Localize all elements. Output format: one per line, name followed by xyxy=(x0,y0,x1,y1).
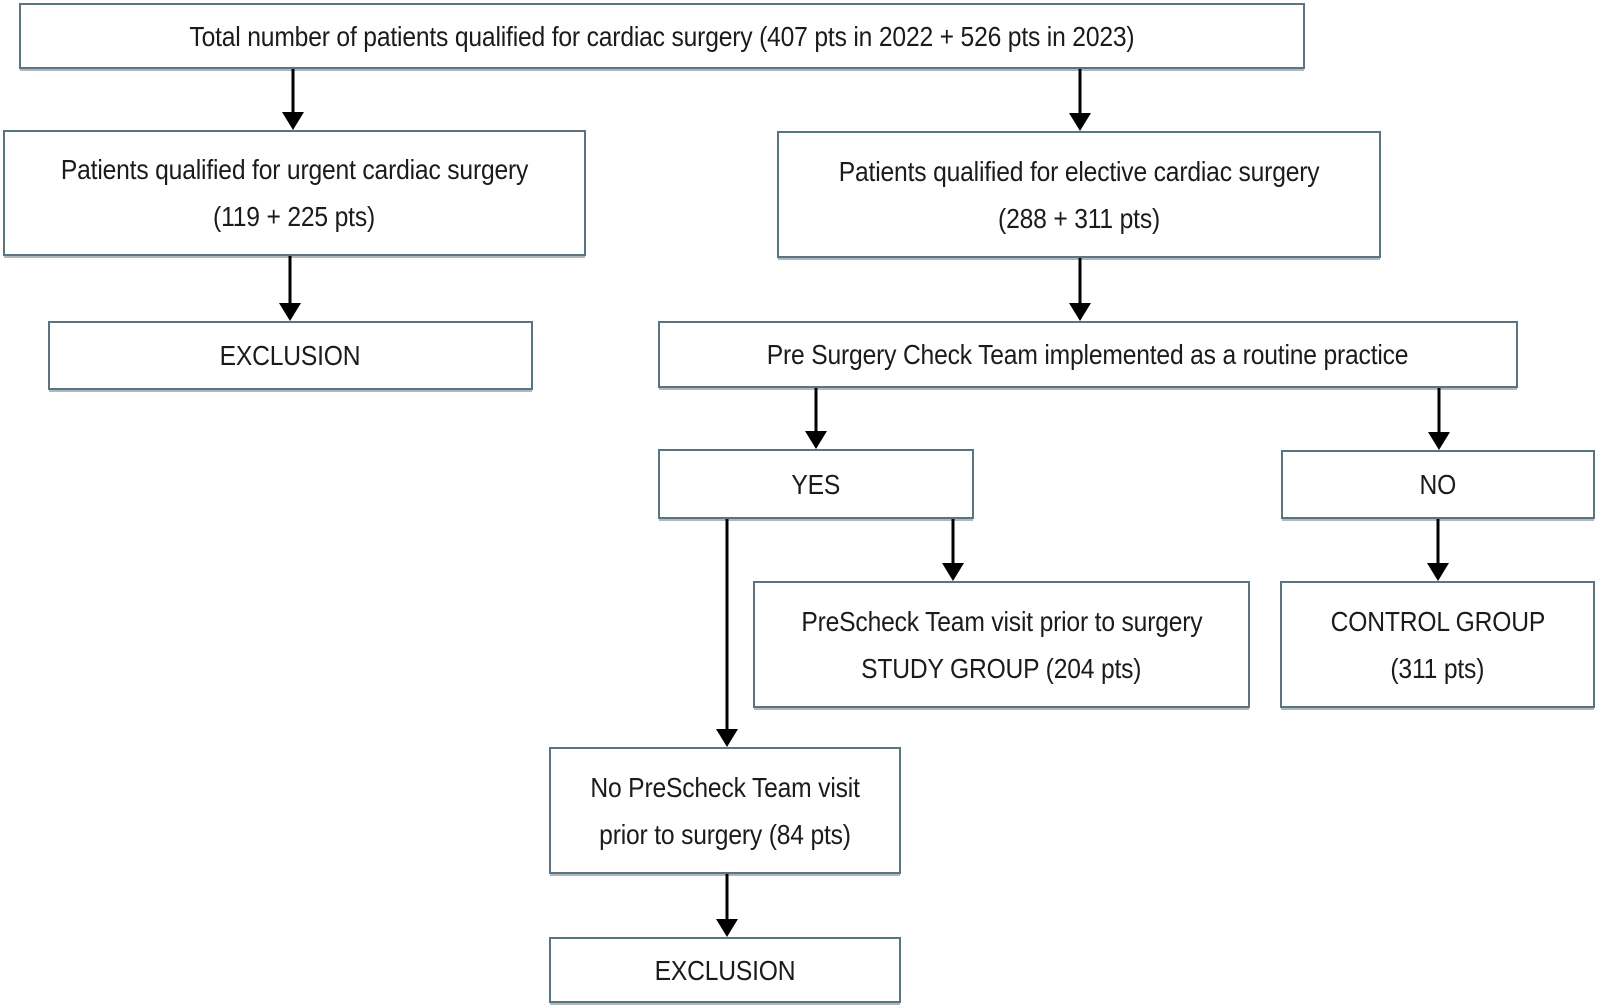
arrow-shaft xyxy=(725,519,729,734)
node-exclusion-no-visit-label: EXCLUSION xyxy=(654,954,796,986)
arrow-shaft xyxy=(725,874,729,924)
arrowhead-icon xyxy=(805,431,827,449)
arrow-total-to-elective xyxy=(1069,69,1091,131)
node-no-label: NO xyxy=(1419,469,1457,500)
node-control-group-label-line2: (311 pts) xyxy=(1390,652,1485,684)
arrow-presurgery-to-yes xyxy=(805,388,827,449)
node-study-group-label-line1: PreScheck Team visit prior to surgery xyxy=(800,605,1203,637)
node-total-patients-label: Total number of patients qualified for c… xyxy=(189,20,1135,52)
arrow-shaft xyxy=(288,256,292,308)
arrow-elective-to-presurgery xyxy=(1069,258,1091,321)
arrow-no-prescheck-visit-to-exclusion xyxy=(716,874,738,937)
node-urgent-surgery: Patients qualified for urgent cardiac su… xyxy=(3,130,586,256)
arrow-shaft xyxy=(1436,519,1440,568)
node-presurgery-check-team-label: Pre Surgery Check Team implemented as a … xyxy=(767,339,1409,370)
arrow-yes-to-study-group xyxy=(942,519,964,581)
arrow-shaft xyxy=(1078,258,1082,308)
arrow-shaft xyxy=(291,69,295,117)
node-elective-surgery-label-line2: (288 + 311 pts) xyxy=(998,202,1160,234)
node-no-prescheck-visit-label-line2: prior to surgery (84 pts) xyxy=(599,818,851,850)
arrowhead-icon xyxy=(1069,303,1091,321)
arrow-urgent-to-exclusion xyxy=(279,256,301,321)
node-no: NO xyxy=(1281,450,1595,519)
node-presurgery-check-team: Pre Surgery Check Team implemented as a … xyxy=(658,321,1518,388)
node-elective-surgery-label-line1: Patients qualified for elective cardiac … xyxy=(838,155,1320,187)
arrowhead-icon xyxy=(716,919,738,937)
node-yes-label: YES xyxy=(791,468,841,500)
arrow-shaft xyxy=(951,519,955,568)
arrow-shaft xyxy=(1078,69,1082,118)
node-total-patients: Total number of patients qualified for c… xyxy=(19,3,1305,69)
arrowhead-icon xyxy=(282,112,304,130)
arrowhead-icon xyxy=(1428,432,1450,450)
node-exclusion-urgent-label: EXCLUSION xyxy=(220,340,361,371)
node-urgent-surgery-label-line1: Patients qualified for urgent cardiac su… xyxy=(60,154,529,185)
node-control-group-label-line1: CONTROL GROUP xyxy=(1330,605,1545,637)
node-no-prescheck-visit: No PreScheck Team visit prior to surgery… xyxy=(549,747,901,874)
arrowhead-icon xyxy=(279,303,301,321)
node-yes: YES xyxy=(658,449,974,519)
arrowhead-icon xyxy=(942,563,964,581)
node-exclusion-urgent: EXCLUSION xyxy=(48,321,533,390)
node-study-group: PreScheck Team visit prior to surgery ST… xyxy=(753,581,1250,708)
node-study-group-label-line2: STUDY GROUP (204 pts) xyxy=(861,652,1142,684)
arrow-shaft xyxy=(814,388,818,436)
arrow-presurgery-to-no xyxy=(1428,388,1450,450)
arrow-shaft xyxy=(1437,388,1441,437)
arrowhead-icon xyxy=(716,729,738,747)
node-elective-surgery: Patients qualified for elective cardiac … xyxy=(777,131,1381,258)
arrow-no-to-control-group xyxy=(1427,519,1449,581)
arrowhead-icon xyxy=(1427,563,1449,581)
node-exclusion-no-visit: EXCLUSION xyxy=(549,937,901,1003)
arrow-total-to-urgent xyxy=(282,69,304,130)
arrow-yes-to-no-prescheck-visit xyxy=(716,519,738,747)
node-urgent-surgery-label-line2: (119 + 225 pts) xyxy=(213,201,376,232)
node-no-prescheck-visit-label-line1: No PreScheck Team visit xyxy=(590,771,860,803)
arrowhead-icon xyxy=(1069,113,1091,131)
node-control-group: CONTROL GROUP (311 pts) xyxy=(1280,581,1595,708)
